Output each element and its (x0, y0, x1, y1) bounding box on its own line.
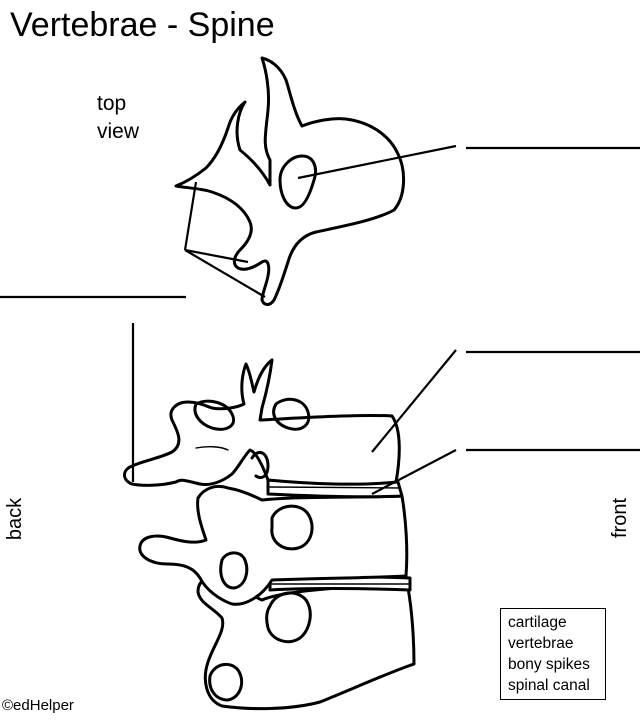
answer-blanks (0, 146, 640, 452)
diagram-title: Vertebrae - Spine (10, 6, 275, 44)
side-view-spine (123, 358, 416, 711)
word-bank: cartilage vertebrae bony spikes spinal c… (500, 608, 606, 700)
word-bank-item: cartilage (508, 614, 567, 631)
copyright-text: ©edHelper (2, 697, 74, 714)
word-bank-item: bony spikes (508, 656, 590, 673)
back-label: back (4, 497, 27, 541)
top-view-vertebra (174, 56, 457, 306)
side-pointer-lines (131, 323, 457, 495)
top-view-label-line2: view (97, 120, 140, 143)
top-view-label: top view (97, 90, 139, 146)
top-view-label-line1: top (97, 92, 127, 115)
front-label: front (609, 497, 632, 539)
word-bank-item: vertebrae (508, 635, 574, 652)
word-bank-item: spinal canal (508, 677, 590, 694)
